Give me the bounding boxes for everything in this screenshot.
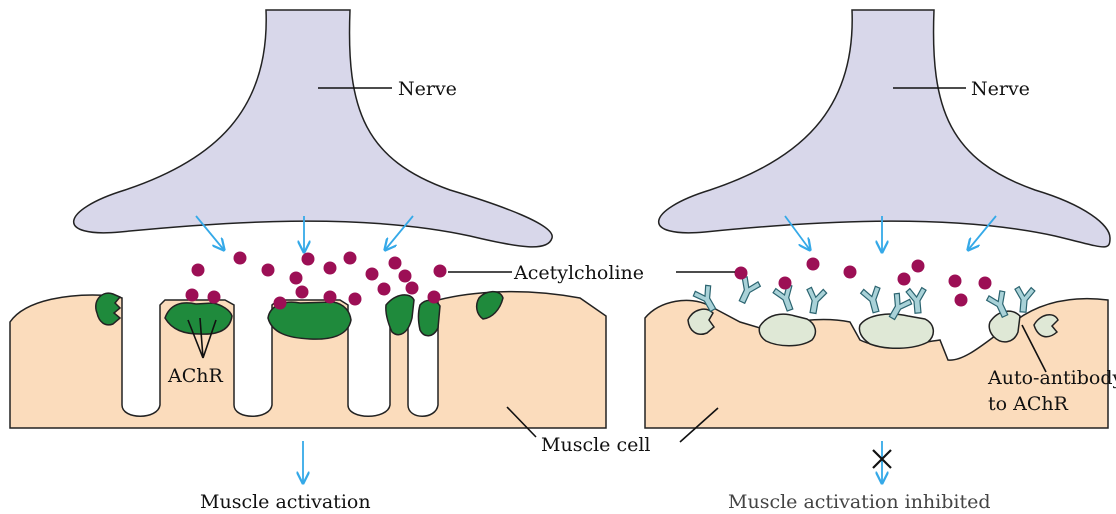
acetylcholine-molecule <box>779 277 792 290</box>
acetylcholine-molecule <box>406 282 419 295</box>
nerve-terminal-right <box>659 10 1110 247</box>
acetylcholine-molecule <box>262 264 275 277</box>
label-muscle-cell: Muscle cell <box>541 434 650 456</box>
acetylcholine-molecule <box>274 297 287 310</box>
acetylcholine-molecule <box>898 273 911 286</box>
acetylcholine-molecule <box>186 289 199 302</box>
label-auto-antibody-line2: to AChR <box>988 393 1069 415</box>
label-auto-antibody-line1: Auto-antibody <box>987 367 1116 389</box>
acetylcholine-molecule <box>735 267 748 280</box>
label-muscle-activation-inhibited: Muscle activation inhibited <box>728 491 991 513</box>
acetylcholine-molecule <box>366 268 379 281</box>
acetylcholine-molecule <box>378 283 391 296</box>
acetylcholine-molecule <box>192 264 205 277</box>
acetylcholine-molecule <box>324 262 337 275</box>
label-nerve-left: Nerve <box>398 78 457 100</box>
acetylcholine-molecule <box>979 277 992 290</box>
acetylcholine-molecule <box>399 270 412 283</box>
acetylcholine-molecule <box>955 294 968 307</box>
normal-junction-panel <box>10 10 606 483</box>
acetylcholine-molecule <box>949 275 962 288</box>
acetylcholine-molecule <box>844 266 857 279</box>
label-nerve-right: Nerve <box>971 78 1030 100</box>
acetylcholine-molecule <box>296 286 309 299</box>
acetylcholine-molecule <box>324 291 337 304</box>
acetylcholine-molecule <box>234 252 247 265</box>
label-acetylcholine: Acetylcholine <box>513 262 644 284</box>
label-muscle-activation: Muscle activation <box>200 491 371 513</box>
acetylcholine-molecules-right <box>735 258 992 307</box>
acetylcholine-molecule <box>912 260 925 273</box>
acetylcholine-molecule <box>302 253 315 266</box>
acetylcholine-molecule <box>428 291 441 304</box>
acetylcholine-molecule <box>290 272 303 285</box>
nerve-terminal-left <box>74 10 553 247</box>
acetylcholine-molecule <box>807 258 820 271</box>
label-achr: AChR <box>167 365 223 387</box>
acetylcholine-molecule <box>208 291 221 304</box>
acetylcholine-molecule <box>344 252 357 265</box>
acetylcholine-molecule <box>389 257 402 270</box>
acetylcholine-molecule <box>434 265 447 278</box>
acetylcholine-molecule <box>349 293 362 306</box>
